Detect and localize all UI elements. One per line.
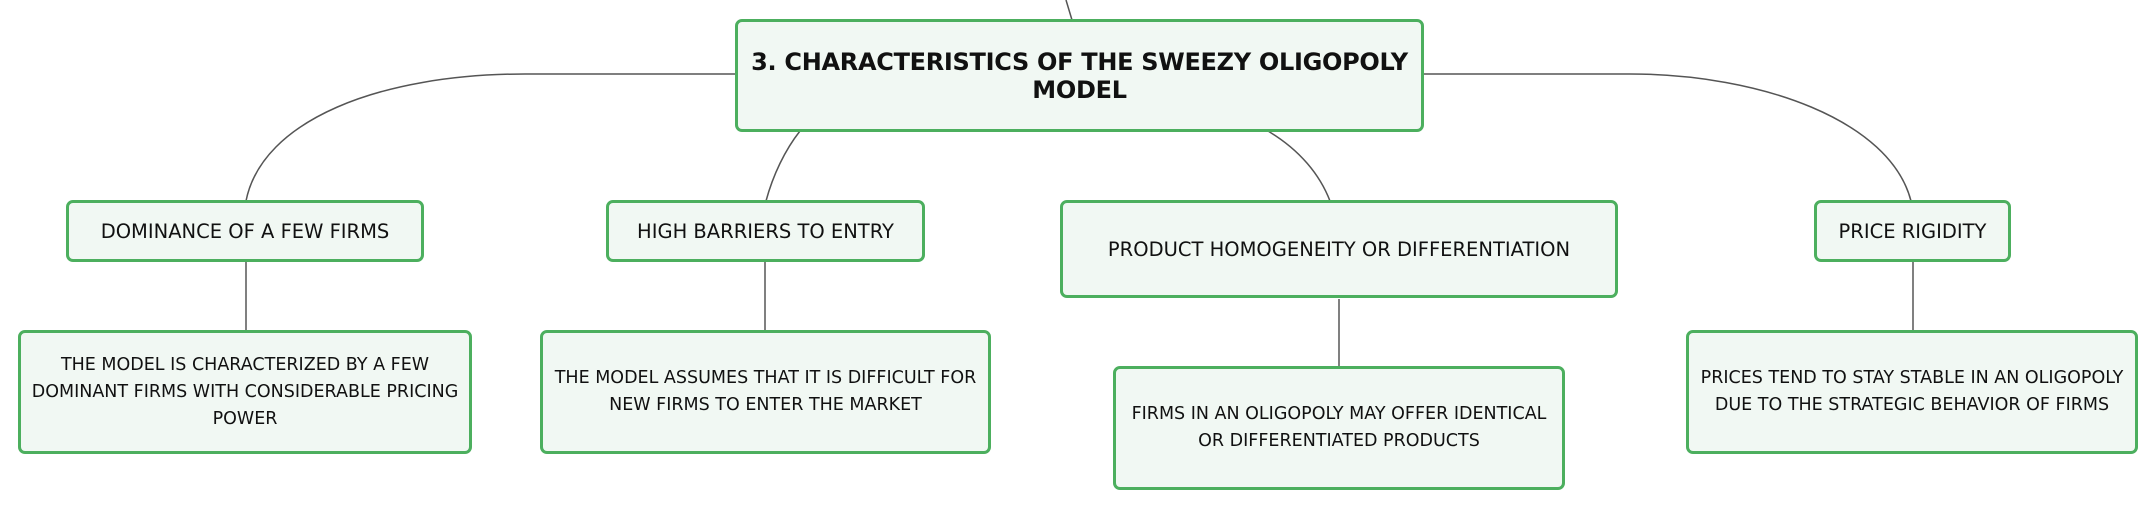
detail-node-text: FIRMS IN AN OLIGOPOLY MAY OFFER IDENTICA… (1131, 404, 1547, 451)
connector-root-to-branch-2 (765, 130, 801, 202)
branch-node-dominance[interactable]: DOMINANCE OF A FEW FIRMS (66, 200, 424, 262)
detail-node-text: PRICES TEND TO STAY STABLE IN AN OLIGOPO… (1700, 368, 2124, 415)
detail-node-text: THE MODEL ASSUMES THAT IT IS DIFFICULT F… (554, 368, 977, 415)
detail-node-product[interactable]: FIRMS IN AN OLIGOPOLY MAY OFFER IDENTICA… (1113, 366, 1565, 490)
branch-node-product[interactable]: PRODUCT HOMOGENEITY OR DIFFERENTIATION (1060, 200, 1618, 298)
root-node-title: 3. CHARACTERISTICS OF THE SWEEZY OLIGOPO… (751, 47, 1408, 104)
branch-node-label: DOMINANCE OF A FEW FIRMS (100, 219, 390, 243)
detail-node-text: THE MODEL IS CHARACTERIZED BY A FEW DOMI… (31, 354, 459, 429)
connector-parent-to-root (1065, 0, 1073, 21)
detail-node-price-rigidity[interactable]: PRICES TEND TO STAY STABLE IN AN OLIGOPO… (1686, 330, 2138, 454)
connector-root-to-branch-1 (245, 73, 737, 202)
branch-node-barriers[interactable]: HIGH BARRIERS TO ENTRY (606, 200, 925, 262)
connector-root-to-branch-4 (1423, 73, 1912, 202)
branch-node-label: HIGH BARRIERS TO ENTRY (637, 219, 894, 243)
detail-node-dominance[interactable]: THE MODEL IS CHARACTERIZED BY A FEW DOMI… (18, 330, 472, 454)
root-node[interactable]: 3. CHARACTERISTICS OF THE SWEEZY OLIGOPO… (735, 19, 1424, 132)
connector-root-to-branch-3 (1267, 130, 1331, 202)
branch-node-label: PRODUCT HOMOGENEITY OR DIFFERENTIATION (1107, 237, 1571, 261)
branch-node-price-rigidity[interactable]: PRICE RIGIDITY (1814, 200, 2011, 262)
detail-node-barriers[interactable]: THE MODEL ASSUMES THAT IT IS DIFFICULT F… (540, 330, 991, 454)
branch-node-label: PRICE RIGIDITY (1838, 219, 1987, 243)
